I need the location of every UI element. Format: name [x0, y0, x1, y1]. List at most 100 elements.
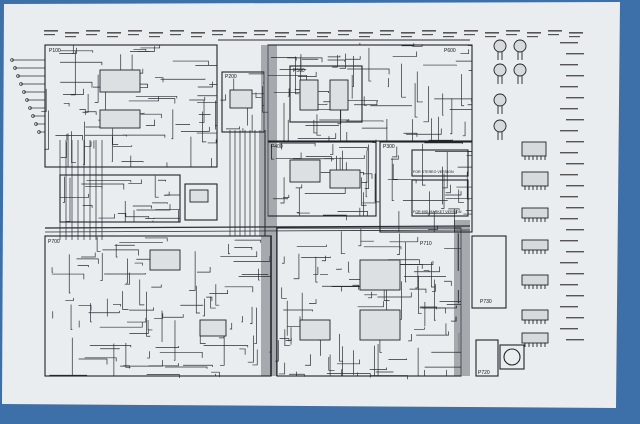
wire	[219, 324, 225, 366]
wire	[338, 100, 379, 102]
wire	[70, 51, 76, 96]
legend-annotation	[566, 207, 584, 209]
ic-chip	[229, 89, 253, 109]
wire	[297, 133, 337, 139]
header-annotation	[464, 30, 478, 32]
note-version-b: FOR MID-MARKET VERSION	[413, 210, 462, 214]
legend-annotation	[566, 317, 584, 319]
wire	[124, 272, 130, 285]
wire	[275, 152, 302, 159]
wire	[197, 81, 213, 88]
wire	[78, 305, 92, 311]
wire	[88, 310, 120, 314]
legend-annotation	[560, 108, 578, 110]
wire	[228, 244, 231, 255]
header-annotation	[485, 32, 499, 34]
ic-package-icon	[521, 332, 549, 344]
wire	[424, 142, 463, 144]
block-p500	[289, 65, 363, 123]
wire	[406, 128, 442, 135]
wire	[321, 255, 326, 262]
wire	[62, 176, 65, 203]
ic-package-icon	[521, 274, 549, 286]
wire	[442, 151, 448, 189]
legend-annotation	[560, 64, 578, 66]
wire	[65, 297, 74, 301]
header-annotation	[527, 32, 541, 34]
wire	[431, 261, 435, 288]
wire	[239, 348, 246, 355]
wire	[458, 189, 464, 203]
ic-package-icon	[521, 141, 547, 157]
transistor-icon	[493, 93, 507, 107]
wire	[99, 322, 143, 328]
wire	[163, 314, 184, 318]
legend-annotation	[566, 53, 584, 55]
wire	[122, 291, 129, 310]
wire	[337, 359, 360, 365]
wire	[126, 258, 128, 284]
wire	[59, 61, 103, 66]
header-annotation	[170, 30, 184, 32]
header-annotation	[401, 32, 415, 34]
wire	[466, 171, 470, 200]
wire	[445, 323, 447, 335]
wire	[295, 56, 299, 95]
wire	[309, 299, 317, 304]
header-annotation	[464, 34, 475, 36]
legend-annotation	[560, 306, 578, 308]
terminal-icon	[16, 74, 20, 78]
terminal-icon	[28, 106, 32, 110]
wire	[281, 287, 287, 299]
wire	[313, 119, 317, 134]
wire	[295, 184, 303, 189]
wire	[328, 357, 335, 371]
wire	[377, 292, 412, 298]
legend-annotation	[560, 218, 578, 220]
wire	[305, 354, 311, 366]
header-annotation	[443, 32, 457, 34]
legend-annotation	[566, 229, 584, 231]
wire	[60, 141, 67, 158]
wire	[345, 56, 361, 60]
wire	[152, 202, 168, 204]
wire	[416, 331, 449, 336]
wire	[392, 146, 398, 158]
label-p200: P200	[225, 74, 237, 80]
wire	[100, 348, 120, 350]
note-version-a: FOR STEREO VERSION	[413, 170, 454, 174]
wire	[125, 342, 131, 368]
header-annotation	[380, 34, 391, 36]
block-mid-left	[59, 174, 181, 223]
wire	[280, 177, 285, 204]
header-annotation	[191, 32, 205, 34]
header-annotation	[485, 36, 496, 38]
ic-chip	[299, 79, 319, 111]
wire	[360, 177, 367, 206]
legend-annotation	[560, 42, 578, 44]
wire	[111, 136, 113, 163]
header-annotation	[317, 36, 328, 38]
wire	[146, 291, 151, 337]
wire	[250, 306, 253, 324]
ic-chip	[359, 309, 401, 341]
wire	[323, 214, 347, 221]
transistor-icon	[493, 39, 507, 53]
wire	[154, 77, 164, 83]
transistor-icon	[513, 39, 527, 53]
wire	[136, 204, 171, 211]
wire	[175, 124, 190, 125]
wire	[409, 288, 427, 294]
legend-annotation	[560, 262, 578, 264]
wire	[298, 71, 317, 77]
wire	[414, 327, 425, 330]
header-annotation	[548, 34, 559, 36]
wire	[284, 329, 291, 347]
wire	[209, 289, 228, 294]
header-annotation	[422, 34, 433, 36]
header-annotation	[443, 36, 454, 38]
wire	[419, 306, 437, 310]
legend-annotation	[566, 141, 584, 143]
wire	[283, 309, 313, 312]
